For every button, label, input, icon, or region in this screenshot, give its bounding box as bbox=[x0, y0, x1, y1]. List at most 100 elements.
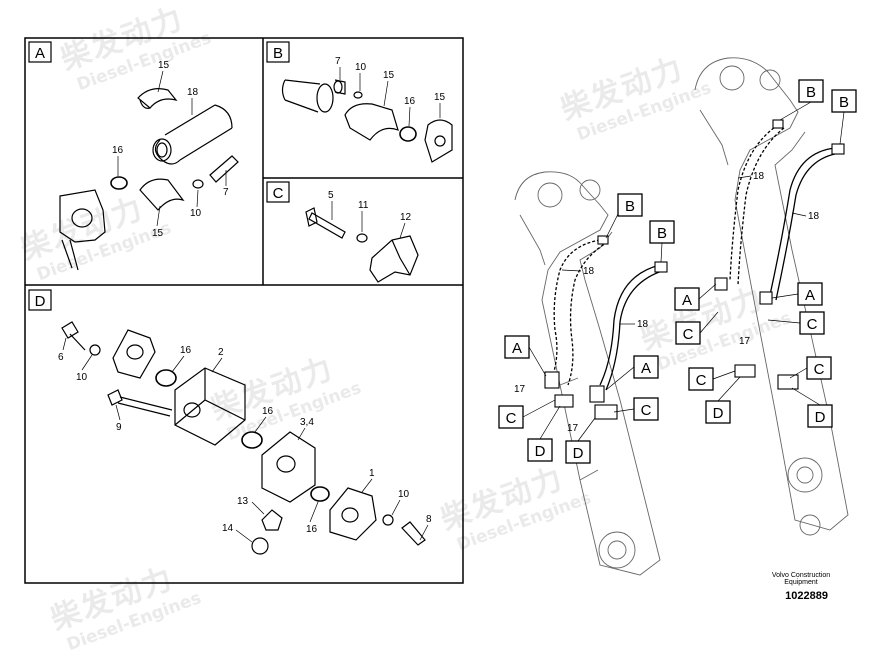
callout-label: A bbox=[512, 340, 522, 357]
callout-box: B bbox=[617, 193, 643, 217]
callout-box: C bbox=[806, 356, 832, 380]
panel-A-leaders bbox=[117, 70, 227, 227]
callout-box: C bbox=[498, 405, 524, 429]
callout-label: D bbox=[573, 445, 584, 462]
callout-label: 15 bbox=[152, 228, 164, 239]
callout-label: 11 bbox=[358, 200, 369, 211]
callout-label: 8 bbox=[426, 514, 432, 525]
callout-label: C bbox=[506, 410, 517, 427]
panel-D-letter: D bbox=[28, 289, 52, 311]
callout-box: B bbox=[798, 79, 824, 103]
panel-A-letter: A bbox=[28, 41, 52, 63]
panel-C-leaders bbox=[331, 201, 406, 239]
panel-D-drawing bbox=[61, 321, 426, 555]
callout-box: B bbox=[649, 220, 675, 244]
hose-18-dashed bbox=[567, 241, 609, 386]
hose-18 bbox=[599, 264, 661, 386]
callout-label: 7 bbox=[335, 56, 341, 67]
callout-label: 18 bbox=[187, 87, 199, 98]
callout-label: 13 bbox=[237, 496, 249, 507]
callout-label: 16 bbox=[404, 96, 416, 107]
callout-label: C bbox=[683, 326, 694, 343]
callout-label: 17 bbox=[739, 336, 751, 347]
panel-letter: A bbox=[35, 45, 45, 62]
callout-label: 15 bbox=[383, 70, 395, 81]
panel-C-drawing bbox=[305, 207, 419, 283]
callout-label: 14 bbox=[222, 523, 234, 534]
panel-B-callouts: 7 10 15 16 15 bbox=[335, 56, 446, 107]
boom-callouts: B B B B A A C C D D A A C C C C D D bbox=[498, 79, 857, 464]
callout-label: 9 bbox=[116, 422, 122, 433]
callout-label: A bbox=[641, 360, 651, 377]
panel-D-callouts: 6 10 16 2 9 16 3,4 1 13 10 14 16 8 bbox=[58, 345, 432, 535]
boom-right bbox=[694, 57, 849, 536]
callout-label: 10 bbox=[398, 489, 410, 500]
hose-18-dashed bbox=[737, 127, 785, 286]
callout-box: C bbox=[688, 367, 714, 391]
callout-label: D bbox=[535, 443, 546, 460]
callout-label: 16 bbox=[112, 145, 124, 156]
callout-label: 10 bbox=[76, 372, 88, 383]
callout-box: D bbox=[705, 400, 731, 424]
callout-label: 3,4 bbox=[300, 417, 314, 428]
caption-manufacturer: Volvo Construction Equipment bbox=[771, 572, 831, 586]
callout-label: 7 bbox=[223, 187, 229, 198]
callout-label: 18 bbox=[753, 171, 765, 182]
callout-label: 6 bbox=[58, 352, 64, 363]
callout-label: 15 bbox=[434, 92, 446, 103]
callout-box: C bbox=[633, 397, 659, 421]
panel-A-callouts: 15 18 16 7 10 15 bbox=[112, 60, 229, 239]
callout-box: C bbox=[799, 311, 825, 335]
panel-A-drawing bbox=[59, 88, 239, 271]
callout-label: 5 bbox=[328, 190, 334, 201]
callout-label: 12 bbox=[400, 212, 412, 223]
callout-label: B bbox=[806, 84, 816, 101]
callout-box: D bbox=[565, 440, 591, 464]
caption-part-number: 1022889 bbox=[785, 590, 828, 602]
callout-label: 15 bbox=[158, 60, 170, 71]
callout-label: 17 bbox=[514, 384, 526, 395]
callout-box: A bbox=[633, 355, 659, 379]
callout-label: 17 bbox=[567, 423, 579, 434]
hose-18-dashed bbox=[729, 124, 779, 281]
callout-label: B bbox=[657, 225, 667, 242]
callout-label: 1 bbox=[369, 468, 375, 479]
callout-label: C bbox=[696, 372, 707, 389]
callout-label: 16 bbox=[180, 345, 192, 356]
callout-label: A bbox=[682, 292, 692, 309]
callout-label: B bbox=[839, 94, 849, 111]
callout-label: 2 bbox=[218, 347, 224, 358]
callout-box: B bbox=[831, 89, 857, 113]
hose-18 bbox=[605, 269, 666, 391]
callout-label: 18 bbox=[808, 211, 820, 222]
callout-box: A bbox=[504, 335, 530, 359]
hose-18 bbox=[775, 152, 841, 301]
callout-label: 16 bbox=[262, 406, 274, 417]
callout-label: C bbox=[814, 361, 825, 378]
panel-C-letter: C bbox=[266, 181, 290, 203]
callout-box: A bbox=[797, 282, 823, 306]
callout-box: C bbox=[675, 321, 701, 345]
panel-B-drawing bbox=[281, 79, 453, 163]
hose-18-dashed bbox=[551, 239, 601, 379]
callout-label: 18 bbox=[637, 319, 649, 330]
boom-left bbox=[514, 171, 661, 576]
callout-label: 10 bbox=[355, 62, 367, 73]
panel-letter: B bbox=[273, 45, 283, 62]
boom-leaders bbox=[522, 101, 845, 442]
callout-label: D bbox=[713, 405, 724, 422]
panel-D-leaders bbox=[62, 337, 429, 543]
callout-label: D bbox=[815, 409, 826, 426]
panel-letter: D bbox=[35, 293, 46, 310]
callout-label: 10 bbox=[190, 208, 202, 219]
callout-label: C bbox=[807, 316, 818, 333]
callout-box: D bbox=[807, 404, 833, 428]
hoses bbox=[551, 124, 841, 391]
hose-18 bbox=[769, 147, 836, 296]
callout-label: B bbox=[625, 198, 635, 215]
parts-diagram: A B C D 15 18 16 7 bbox=[24, 37, 857, 584]
panel-frame bbox=[24, 37, 464, 584]
callout-box: A bbox=[674, 287, 700, 311]
panel-letter: C bbox=[273, 185, 284, 202]
callout-label: 16 bbox=[306, 524, 318, 535]
